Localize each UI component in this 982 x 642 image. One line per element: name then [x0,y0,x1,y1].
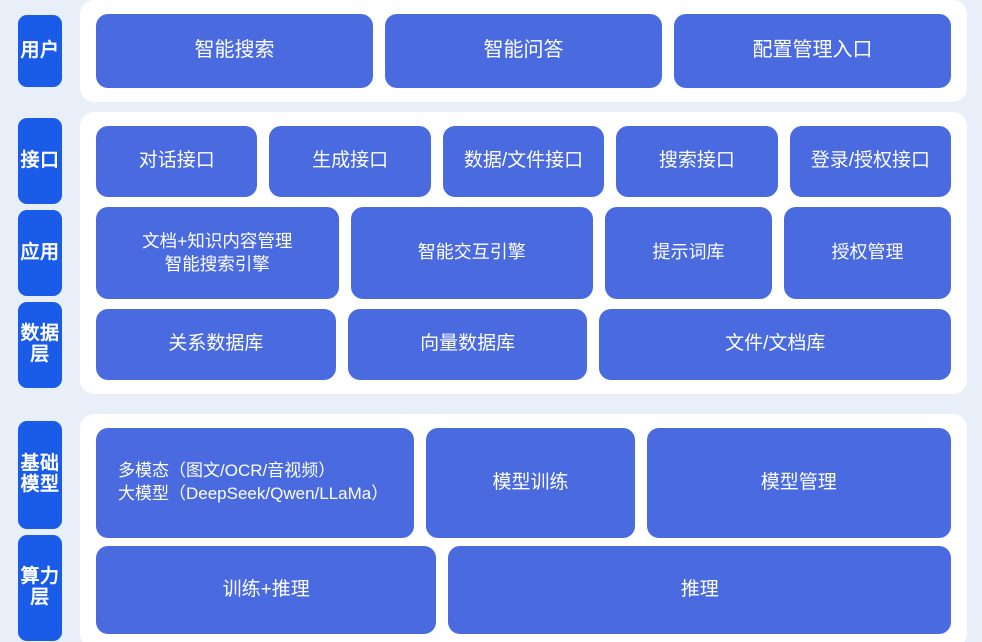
layer-tag-interface: 接口 [18,118,62,204]
section-user-layer: 用户 智能搜索 智能问答 配置管理入口 [0,0,982,102]
node-authorization-management[interactable]: 授权管理 [784,206,951,300]
node-vector-database[interactable]: 向量数据库 [347,309,588,380]
node-inference[interactable]: 推理 [448,545,951,634]
tag-rail-infrastructure: 基础模型 算力层 [0,414,80,642]
node-smart-qa[interactable]: 智能问答 [385,14,662,88]
node-prompt-library[interactable]: 提示词库 [605,206,772,300]
node-config-management-entry[interactable]: 配置管理入口 [674,14,951,88]
node-login-auth-api[interactable]: 登录/授权接口 [789,126,952,197]
node-label: 提示词库 [652,242,725,263]
node-label: 训练+推理 [222,578,310,600]
row-application: 文档+知识内容管理 智能搜索引擎 智能交互引擎 提示词库 授权管理 [96,206,951,300]
node-label: 模型训练 [492,471,569,493]
row-compute: 训练+推理 推理 [96,545,951,634]
layer-tag-foundation-model: 基础模型 [18,421,62,529]
node-label-line1: 文档+知识内容管理 [142,231,293,252]
layer-tag-user: 用户 [18,15,62,87]
section-platform-layer: 接口 应用 数据层 对话接口 生成接口 数据/文件接口 搜索接口 登录/授权接 [0,112,982,394]
row-interface: 对话接口 生成接口 数据/文件接口 搜索接口 登录/授权接口 [96,126,952,197]
layer-tag-application: 应用 [18,210,62,296]
node-label: 推理 [680,578,719,600]
layer-tag-data: 数据层 [18,302,62,388]
tag-rail-platform: 接口 应用 数据层 [0,112,80,394]
tag-rail-user: 用户 [0,0,80,102]
node-dialog-api[interactable]: 对话接口 [96,126,258,197]
row-foundation-model: 多模态（图文/OCR/音视频） 大模型（DeepSeek/Qwen/LLaMa）… [96,428,951,538]
node-label-line2: 大模型（DeepSeek/Qwen/LLaMa） [118,483,389,503]
node-label: 搜索接口 [658,150,735,172]
node-label: 文件/文档库 [725,333,826,355]
section-infrastructure-layer: 基础模型 算力层 多模态（图文/OCR/音视频） 大模型（DeepSeek/Qw… [0,414,982,642]
node-model-training[interactable]: 模型训练 [426,428,635,538]
node-label: 登录/授权接口 [810,150,930,172]
node-smart-interaction-engine[interactable]: 智能交互引擎 [350,206,593,300]
row-user-entries: 智能搜索 智能问答 配置管理入口 [96,14,951,88]
node-data-file-api[interactable]: 数据/文件接口 [442,126,605,197]
node-doc-knowledge-management[interactable]: 文档+知识内容管理 智能搜索引擎 [96,206,339,300]
node-label: 智能问答 [483,39,564,62]
node-generation-api[interactable]: 生成接口 [269,126,431,197]
node-label: 生成接口 [312,150,389,172]
node-label: 配置管理入口 [752,39,873,62]
node-label: 智能搜索 [194,39,275,62]
node-training-and-inference[interactable]: 训练+推理 [96,545,437,634]
node-label: 对话接口 [138,150,215,172]
row-data: 关系数据库 向量数据库 文件/文档库 [96,309,952,380]
panel-infrastructure-layer: 多模态（图文/OCR/音视频） 大模型（DeepSeek/Qwen/LLaMa）… [80,414,967,642]
node-multimodal-large-model[interactable]: 多模态（图文/OCR/音视频） 大模型（DeepSeek/Qwen/LLaMa） [96,428,415,538]
node-label: 授权管理 [831,242,904,263]
node-label: 数据/文件接口 [463,150,584,172]
node-label: 智能交互引擎 [417,242,526,263]
node-label: 向量数据库 [420,333,516,355]
panel-user-layer: 智能搜索 智能问答 配置管理入口 [80,0,967,102]
node-label: 关系数据库 [168,333,264,355]
layer-tag-compute: 算力层 [18,535,62,641]
panel-platform-layer: 对话接口 生成接口 数据/文件接口 搜索接口 登录/授权接口 文档+知识内容管理 [80,112,967,394]
node-label-line1: 多模态（图文/OCR/音视频） [118,460,336,480]
node-file-document-store[interactable]: 文件/文档库 [599,309,952,380]
node-relational-database[interactable]: 关系数据库 [96,309,336,380]
node-search-api[interactable]: 搜索接口 [616,126,778,197]
node-model-management[interactable]: 模型管理 [646,428,951,538]
node-label: 模型管理 [760,471,837,493]
node-label-line2: 智能搜索引擎 [164,254,270,274]
node-smart-search[interactable]: 智能搜索 [96,14,373,88]
